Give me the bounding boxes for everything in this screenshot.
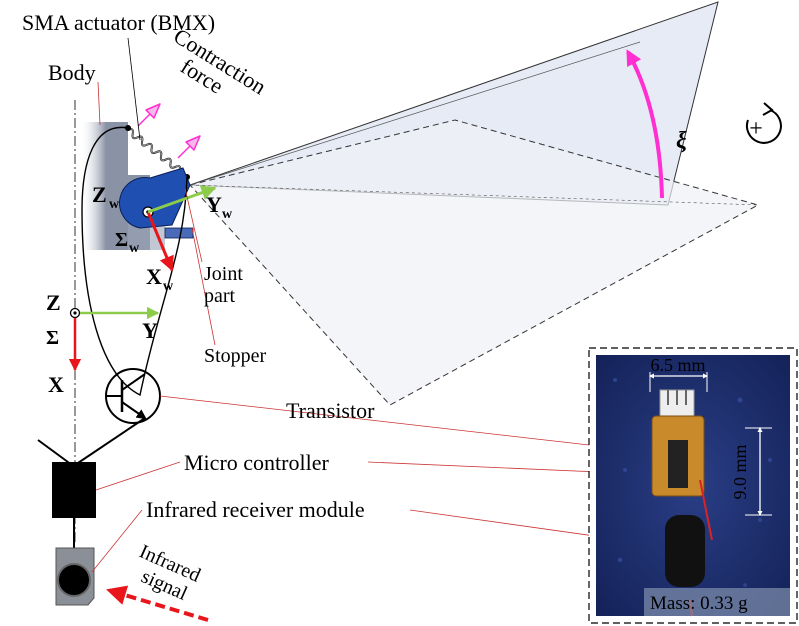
wing-upper-centerline [189,41,641,186]
world-frame-y-label: Y [142,318,158,343]
photo-mass-backdrop [644,588,790,616]
photo-wire-red [699,479,713,541]
wing-lower [189,119,760,406]
leader-transistor [159,395,651,453]
mc-wire-left [37,439,73,466]
wing-frame-sigma-label: Σ w [115,229,140,256]
label-contraction-force: Contraction force [169,23,270,99]
wing-frame-z-label: Z w [92,182,120,212]
photo-chip [668,440,688,488]
leader-sma [127,37,141,141]
photo-mass-label: Mass: 0.33 g [650,593,748,614]
spring-anchor-top [125,125,131,131]
svg-text:w: w [222,207,233,222]
stopper-block [164,227,194,239]
label-transistor: Transistor [286,398,375,423]
leader-body [97,81,101,126]
leader-ir [91,509,143,573]
svg-text:Σ: Σ [115,229,128,251]
svg-text:w: w [109,197,120,212]
infrared-signal-arrow [106,585,209,622]
transistor-emitter [121,401,147,420]
wing-frame-x-label: X w [146,264,174,294]
wing-lower-centerline [189,184,759,206]
contraction-arrow-left [137,103,161,127]
label-rotation-sign: + [749,116,763,142]
positive-rotation-icon [745,102,782,144]
ir-receiver-lens [57,563,91,597]
leader-stopper [191,227,216,346]
label-body: Body [48,60,96,85]
mc-wire [74,417,146,466]
photo-width-label: 6.5 mm [650,355,705,375]
joint-part [119,167,191,229]
label-stopper: Stopper [204,345,267,367]
leader-micro [95,461,181,491]
world-origin-dot [73,311,77,315]
photo-height-label: 9.0 mm [730,444,750,499]
world-frame-sigma-label: Σ [46,327,59,349]
photo-ir-module [665,515,705,587]
wing-frame-y-label: Y w [206,192,233,222]
svg-text:X: X [146,264,162,289]
world-frame-z-label: Z [46,290,61,315]
svg-text:w: w [163,279,174,294]
label-ir-receiver: Infrared receiver module [146,497,365,522]
sma-spring [127,128,186,177]
micro-controller-chip [52,462,96,518]
label-joint: Joint [204,263,243,285]
wing-y-axis [147,185,217,214]
label-infrared-signal: Infrared signal [136,540,204,605]
wing-x-axis [146,211,174,272]
svg-text:Z: Z [92,182,107,207]
label-micro-controller: Micro controller [184,450,329,475]
transistor-collector [121,373,146,391]
xi-rotation-arrow [626,49,664,199]
leader-joint [184,187,203,263]
label-xi: ξ [676,128,687,154]
label-sma-actuator: SMA actuator (BMX) [22,10,215,35]
svg-text:w: w [129,241,140,256]
svg-text:Y: Y [206,192,222,217]
contraction-arrow-right [177,135,201,159]
photo-background-texture [613,378,772,602]
label-part: part [204,285,236,307]
world-frame-x-label: X [48,372,64,397]
